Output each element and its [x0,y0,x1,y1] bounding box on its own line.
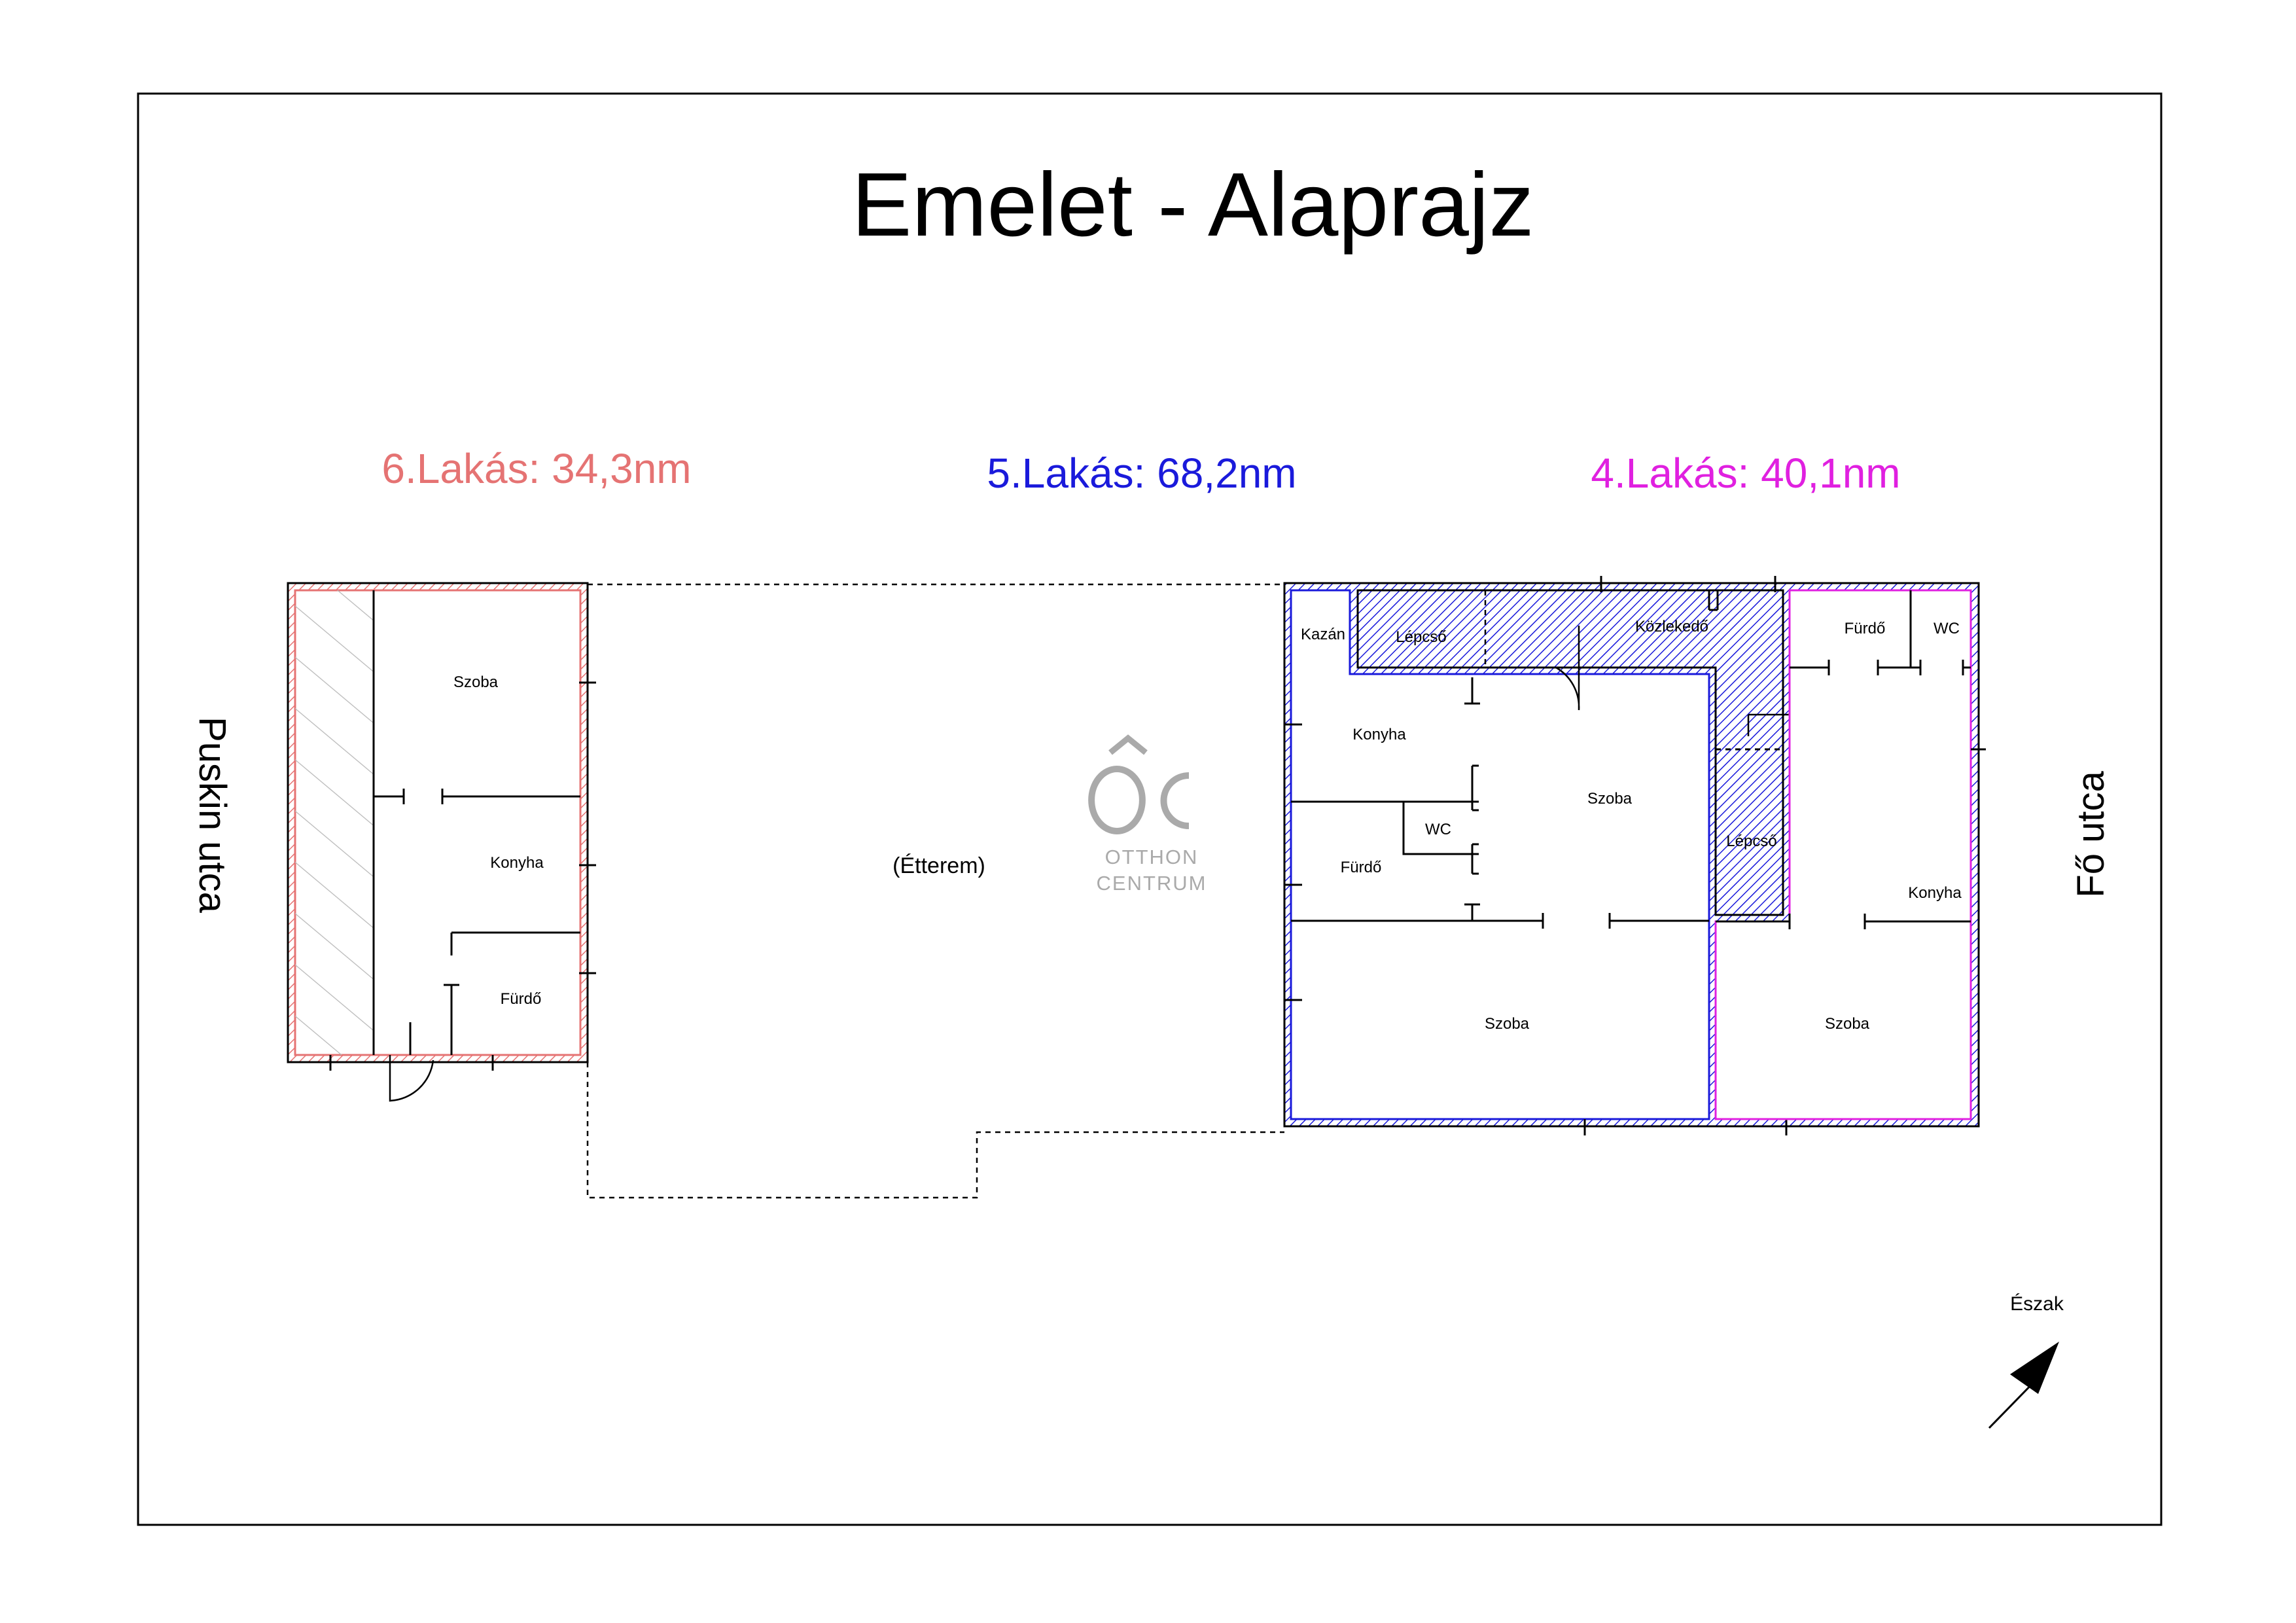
unit-6-room-szoba: Szoba [453,673,499,691]
unit-5-room-kozlekedo: Közlekedő [1635,618,1708,635]
unit-6-room-konyha: Konyha [490,854,544,872]
unit-5-room-furdo: Fürdő [1341,859,1382,876]
compass-label: Észak [2010,1293,2064,1315]
logo-mark-c [1160,772,1190,829]
unit-5-boundary [1290,589,1710,1120]
street-left-label: Puskin utca [191,717,234,914]
unit-6-room-furdo: Fürdő [501,990,542,1008]
unit-5-room-kazan: Kazán [1301,626,1345,643]
unit-4-room-furdo: Fürdő [1845,620,1886,637]
logo-line2: CENTRUM [1097,872,1207,895]
unit-5-room-lepcso-right: Lépcső [1726,832,1776,850]
logo-line1: OTTHON [1105,846,1199,868]
north-compass: Észak [1988,1293,2064,1429]
unit-6-shaded-strip [295,590,374,1055]
page-frame [137,92,2163,1526]
logo-mark-o [1088,765,1146,835]
unit-5-room-szoba-mid: Szoba [1587,790,1633,808]
unit-5-room-lepcso-top: Lépcső [1396,628,1446,646]
north-arrow-icon [2010,1342,2059,1394]
unit-5-room-wc: WC [1425,821,1451,838]
unit-4-room-wc: WC [1934,620,1960,637]
restaurant-outline: (Étterem) [586,583,1284,1199]
unit-4-plan: Fürdő WC Konyha Szoba [1714,576,1986,1120]
restaurant-label: (Étterem) [892,853,985,878]
unit-4-title: 4.Lakás: 40,1nm [1591,450,1900,497]
unit-5-room-szoba-bottom: Szoba [1485,1015,1530,1033]
unit-5-room-konyha: Konyha [1352,726,1406,743]
unit-4-room-konyha: Konyha [1908,884,1962,902]
street-right-label: Fő utca [2070,771,2112,898]
unit-6-plan: Szoba Konyha Fürdő [287,582,596,1102]
unit-5-title: 5.Lakás: 68,2nm [987,450,1296,497]
unit-6-title: 6.Lakás: 34,3nm [381,445,691,492]
logo-mark [1108,734,1148,755]
page-title: Emelet - Alaprajz [851,154,1534,255]
unit-4-room-szoba: Szoba [1825,1015,1870,1033]
unit-5-plan: Kazán Lépcső Közlekedő Konyha Szoba WC F… [1284,576,1829,1135]
otthon-centrum-logo: OTTHON CENTRUM [1088,734,1207,895]
